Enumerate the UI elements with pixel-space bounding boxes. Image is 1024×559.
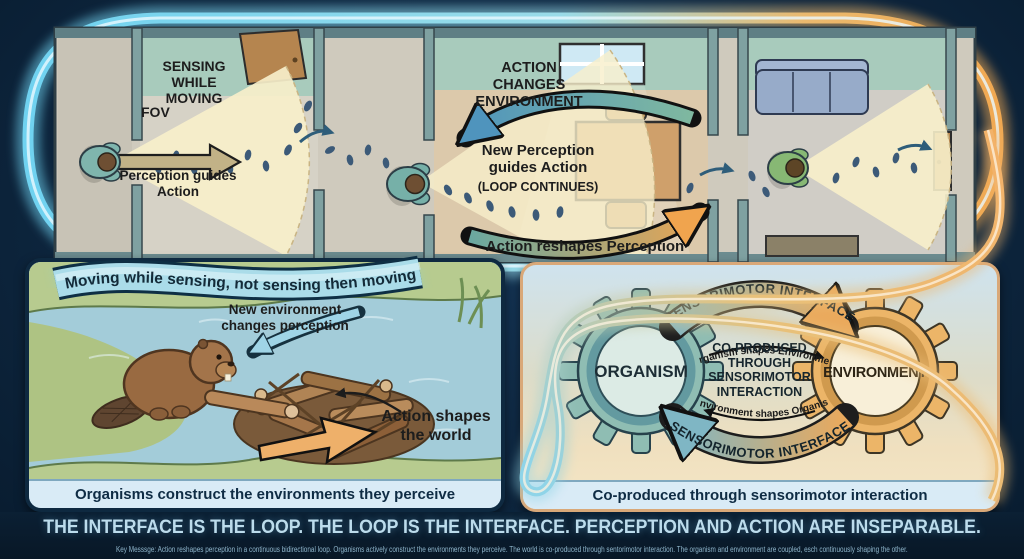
gear-panel: SENSORIMOTOR INTERFACE SENSORIMOTOR INTE… bbox=[520, 262, 1000, 512]
footer-headline: THE INTERFACE IS THE LOOP. THE LOOP IS T… bbox=[43, 517, 981, 538]
beaver-icon bbox=[91, 338, 300, 429]
reeds-icon bbox=[457, 277, 491, 329]
action-shapes-arrow-icon bbox=[257, 416, 379, 465]
couch-icon bbox=[755, 59, 869, 115]
person-3 bbox=[767, 148, 809, 189]
action-shapes-world-label: Action shapes the world bbox=[381, 408, 491, 444]
beaver-caption: Organisms construct the environments the… bbox=[29, 479, 501, 508]
beaver-illustration bbox=[29, 262, 501, 481]
fov-label: FOV bbox=[141, 104, 170, 120]
footer-banner: THE INTERFACE IS THE LOOP. THE LOOP IS T… bbox=[0, 512, 1024, 559]
beaver-panel: New environment changes perception Actio… bbox=[25, 258, 505, 512]
tv-stand-icon bbox=[765, 235, 859, 257]
footer-key-message: Key Messsge: Action reshapes perception … bbox=[116, 545, 908, 554]
gear-caption: Co-produced through sensorimotor interac… bbox=[523, 480, 997, 509]
environment-label: ENVIRONMENT bbox=[823, 365, 927, 381]
action-changes-environment-label: ACTION CHANGES ENVIRONMENT bbox=[475, 60, 583, 110]
co-produced-label: CO-PRODUCED THROUGH SENSORIMOTOR INTERAC… bbox=[708, 341, 811, 399]
person-2 bbox=[386, 162, 431, 206]
sensing-while-moving-label: SENSING WHILE MOVING bbox=[162, 58, 226, 107]
door-icon bbox=[238, 28, 308, 86]
new-environment-label: New environment changes perception bbox=[221, 302, 349, 333]
perception-guides-action-label: Perception guides Action bbox=[119, 168, 237, 199]
action-reshapes-perception-label: Action reshapes Perception bbox=[485, 238, 685, 255]
loop-continues-label: (LOOP CONTINUES) bbox=[477, 180, 599, 194]
perception-guides-arrow-icon bbox=[110, 143, 243, 181]
person-1 bbox=[79, 142, 121, 183]
new-perception-guides-label: New Perception guides Action bbox=[481, 142, 595, 177]
action-to-dam-arrow-icon bbox=[334, 387, 402, 414]
new-environment-arrow-icon bbox=[255, 308, 361, 350]
organism-label: ORGANISM bbox=[594, 362, 688, 381]
